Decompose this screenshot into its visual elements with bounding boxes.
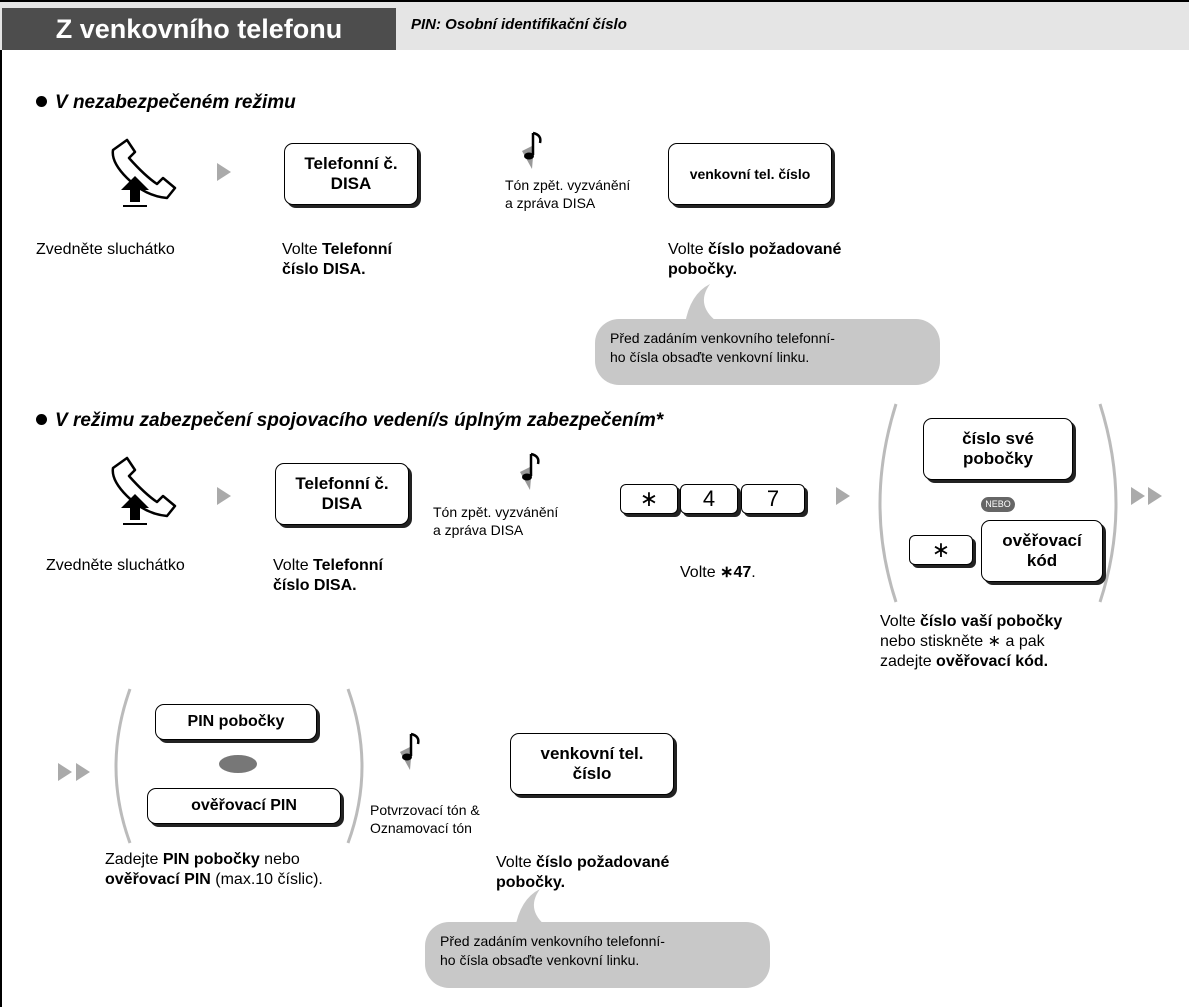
frame-left-border	[0, 0, 2, 1007]
star-key: ∗	[909, 535, 973, 565]
tone-caption: Potvrzovací tón &Oznamovací tón	[370, 802, 480, 836]
bullet-icon	[36, 96, 47, 107]
outside-number-key: venkovní tel.číslo	[510, 733, 674, 795]
music-note-icon	[520, 452, 540, 490]
verification-pin-key: ověřovací PIN	[147, 788, 341, 824]
or-oval-icon	[219, 755, 257, 773]
page-title: Z venkovního telefonu	[2, 8, 396, 50]
star-key: ∗	[620, 484, 678, 514]
handset-caption: Zvedněte sluchátko	[46, 557, 185, 574]
section2-title-text: V režimu zabezpečení spojovacího vedení/…	[55, 410, 664, 431]
note-bubble: Před zadáním venkovního telefonní-ho čís…	[595, 319, 940, 385]
bullet-icon	[36, 414, 47, 425]
outside-number-key: venkovní tel. číslo	[668, 143, 832, 205]
arrow-icon	[58, 763, 72, 781]
note-pointer	[515, 889, 550, 929]
disa-number-key: Telefonní č.DISA	[275, 463, 409, 525]
digit-4-key: 4	[680, 484, 738, 514]
handset-up-icon	[111, 456, 177, 525]
choice-brackets	[114, 688, 364, 844]
choice-brackets	[878, 403, 1118, 603]
section1-title-text: V nezabezpečeném režimu	[55, 92, 296, 113]
arrow-icon	[217, 163, 231, 181]
arrow-icon	[1131, 487, 1145, 505]
frame-top-border	[0, 0, 1189, 2]
arrow-icon	[836, 487, 850, 505]
section2-title: V režimu zabezpečení spojovacího vedení/…	[36, 410, 663, 432]
music-note-icon	[522, 131, 542, 169]
note-bubble: Před zadáním venkovního telefonní-ho čís…	[425, 922, 770, 988]
handset-up-icon	[111, 138, 177, 207]
arrow-icon	[217, 487, 231, 505]
digit-7-key: 7	[741, 484, 805, 514]
section1-title: V nezabezpečeném režimu	[36, 92, 296, 114]
arrow-icon	[1148, 487, 1162, 505]
arrow-icon	[76, 763, 90, 781]
note-pointer	[685, 284, 720, 324]
pin-extension-key: PIN pobočky	[155, 704, 317, 740]
page-subtitle: PIN: Osobní identifikační číslo	[411, 16, 627, 33]
disa-number-key: Telefonní č.DISA	[284, 143, 418, 205]
or-badge: NEBO	[981, 497, 1015, 512]
music-note-icon	[400, 732, 420, 770]
handset-caption: Zvedněte sluchátko	[36, 241, 175, 258]
digits-caption: Volte ∗47.	[680, 564, 756, 581]
